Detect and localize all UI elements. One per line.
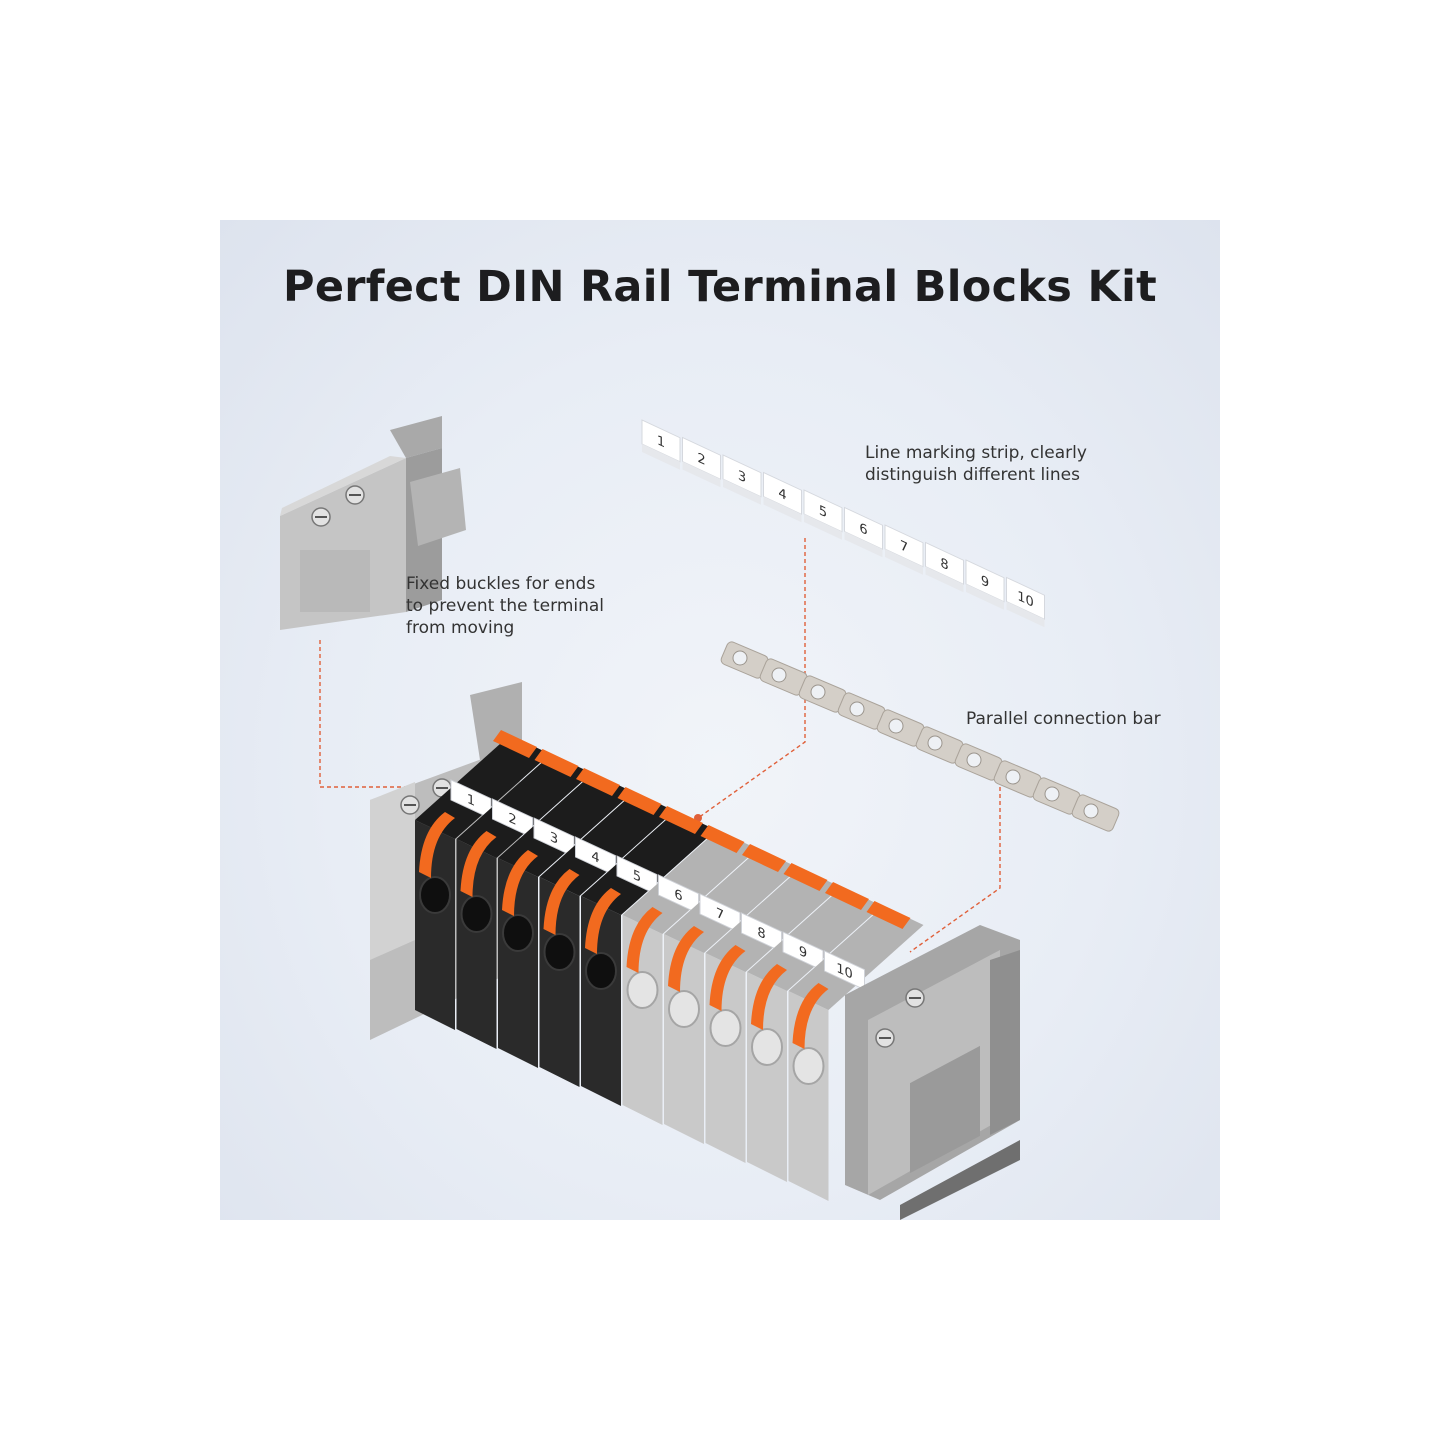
release-lever — [659, 806, 703, 834]
module-number: 4 — [591, 848, 599, 867]
product-illustration: 1 2 3 4 5 6 7 8 9 10 1 2 3 4 5 6 7 8 9 10 — [280, 416, 1120, 1220]
terminal-module: 1 — [415, 730, 550, 1030]
release-lever — [543, 869, 580, 935]
bar-hole — [810, 684, 826, 700]
marker-number: 6 — [859, 520, 867, 539]
bar-hole — [1044, 786, 1060, 802]
terminal-module: 5 — [581, 806, 716, 1106]
leader-end-buckle — [319, 640, 430, 788]
release-lever — [626, 907, 663, 973]
release-lever — [585, 888, 621, 954]
marker-tab: 8 — [925, 541, 964, 593]
marker-number: 5 — [819, 503, 827, 522]
release-lever — [502, 850, 538, 916]
release-lever — [460, 831, 497, 897]
module-number: 9 — [799, 943, 807, 962]
release-lever — [700, 825, 745, 853]
release-lever — [668, 926, 704, 992]
module-number: 2 — [508, 810, 516, 829]
release-lever — [742, 844, 786, 872]
terminal-module: 3 — [498, 768, 633, 1068]
marker-tab: 7 — [884, 524, 924, 575]
terminal-modules: 1 2 3 4 5 6 7 8 9 10 — [415, 730, 924, 1201]
marker-number: 9 — [981, 573, 989, 592]
terminal-assembly: 1 2 3 4 5 6 7 8 9 10 — [370, 682, 1020, 1220]
connection-bar — [720, 641, 1120, 832]
leader-connection-bar — [909, 780, 1001, 953]
marker-tab: 1 — [641, 419, 681, 470]
marker-number: 7 — [900, 538, 908, 557]
terminal-module: 4 — [539, 787, 675, 1087]
terminal-module: 8 — [705, 863, 841, 1163]
release-lever — [792, 983, 829, 1049]
module-number: 7 — [716, 905, 724, 924]
terminal-module: 6 — [622, 825, 758, 1125]
product-panel: Perfect DIN Rail Terminal Blocks Kit 1 2 3… — [220, 220, 1220, 1220]
module-number: 1 — [467, 791, 475, 810]
marker-number: 3 — [738, 468, 746, 487]
callout-connection-bar: Parallel connection bar — [966, 709, 1161, 729]
wire-hole — [543, 933, 576, 971]
bar-hole — [732, 650, 748, 666]
wire-hole — [419, 876, 451, 914]
leader-lines — [319, 538, 1001, 953]
marker-number: 4 — [778, 485, 786, 504]
page-title: Perfect DIN Rail Terminal Blocks Kit — [283, 262, 1157, 312]
marker-tab: 9 — [965, 559, 1005, 610]
release-lever — [419, 812, 455, 878]
wire-hole — [709, 1009, 742, 1047]
wire-hole — [460, 895, 493, 933]
marking-strip: 1 2 3 4 5 6 7 8 9 10 — [641, 419, 1045, 628]
bar-hole — [966, 752, 982, 768]
bar-hole — [849, 701, 865, 717]
terminal-module: 2 — [456, 749, 592, 1049]
wire-hole — [626, 971, 659, 1009]
terminal-module: 9 — [747, 882, 882, 1182]
marker-tab: 2 — [682, 436, 721, 488]
bar-hole — [888, 718, 904, 734]
end-buckle-detached — [280, 416, 466, 630]
release-lever — [709, 945, 746, 1011]
release-lever — [576, 768, 620, 796]
marker-number: 1 — [657, 433, 665, 452]
marker-tab: 6 — [844, 506, 883, 558]
release-lever — [751, 964, 787, 1030]
module-number: 6 — [674, 886, 682, 905]
release-lever — [866, 901, 911, 929]
marker-tab: 4 — [763, 471, 802, 523]
module-number: 5 — [633, 867, 641, 886]
leader-marking-strip — [697, 538, 806, 819]
terminal-module: 10 — [788, 901, 924, 1201]
wire-hole — [792, 1047, 825, 1085]
wire-hole — [502, 914, 534, 952]
bar-hole — [771, 667, 787, 683]
bar-hole — [1005, 769, 1021, 785]
marker-number: 2 — [697, 450, 705, 469]
wire-hole — [668, 990, 700, 1028]
module-number: 8 — [757, 924, 765, 943]
marker-tab: 3 — [722, 454, 762, 505]
bar-hole — [1083, 803, 1099, 819]
marker-tab: 10 — [1006, 576, 1045, 628]
callout-end-buckle: Fixed buckles for ends to prevent the te… — [406, 574, 605, 638]
module-number: 3 — [550, 829, 558, 848]
module-marker: 10 — [824, 950, 865, 991]
release-lever — [534, 749, 579, 777]
release-lever — [825, 882, 869, 910]
release-lever — [783, 863, 828, 891]
marker-tab: 5 — [803, 489, 843, 540]
callout-marking-strip: Line marking strip, clearly distinguish … — [865, 443, 1087, 485]
wire-hole — [585, 952, 617, 990]
release-lever — [617, 787, 662, 815]
bar-hole — [927, 735, 943, 751]
release-lever — [493, 730, 537, 758]
wire-hole — [751, 1028, 783, 1066]
marker-number: 8 — [940, 555, 948, 574]
